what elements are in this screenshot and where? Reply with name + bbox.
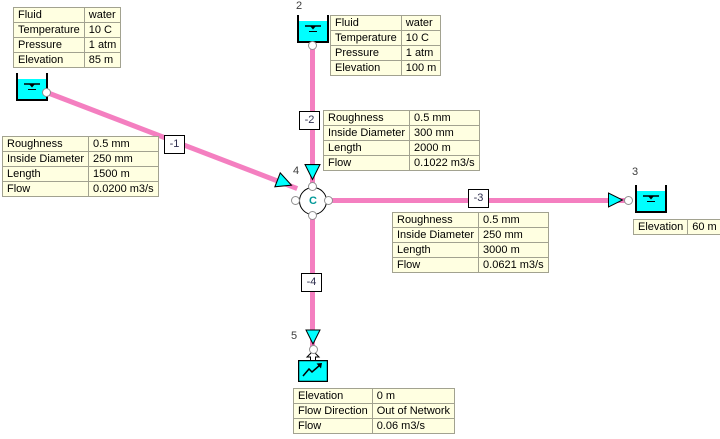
flow-demand-icon[interactable] bbox=[297, 359, 329, 383]
flow-arrow-pipe2-icon bbox=[304, 163, 321, 181]
connector-node2[interactable] bbox=[308, 41, 317, 50]
pipe-2-id-box[interactable]: -2 bbox=[299, 111, 320, 130]
node-2-label: 2 bbox=[296, 0, 303, 12]
connector-junction-bottom[interactable] bbox=[308, 211, 317, 220]
flow-arrow-pipe4-icon bbox=[305, 328, 321, 346]
node-4-label: 4 bbox=[293, 165, 300, 177]
flow-arrow-pipe1-icon bbox=[274, 171, 296, 194]
pipe-1-id-box[interactable]: -1 bbox=[164, 135, 185, 154]
junction-symbol: C bbox=[309, 195, 317, 207]
connector-junction-top[interactable] bbox=[308, 182, 317, 191]
connector-node5[interactable] bbox=[309, 345, 318, 354]
flow-arrow-pipe3-icon bbox=[607, 192, 624, 208]
pipe-3-id-box[interactable]: -3 bbox=[468, 189, 489, 208]
reservoir-2-icon[interactable] bbox=[296, 15, 330, 43]
connector-node1[interactable] bbox=[42, 88, 51, 97]
node-3-label: 3 bbox=[632, 166, 639, 178]
pipe-4-id-box[interactable]: -4 bbox=[301, 273, 322, 292]
connector-junction-left[interactable] bbox=[291, 196, 300, 205]
node-5-label: 5 bbox=[291, 330, 298, 342]
reservoir-1-icon[interactable] bbox=[15, 73, 49, 101]
connector-junction-right[interactable] bbox=[324, 196, 333, 205]
connector-node3[interactable] bbox=[624, 196, 633, 205]
reservoir-3-icon[interactable] bbox=[633, 185, 669, 213]
